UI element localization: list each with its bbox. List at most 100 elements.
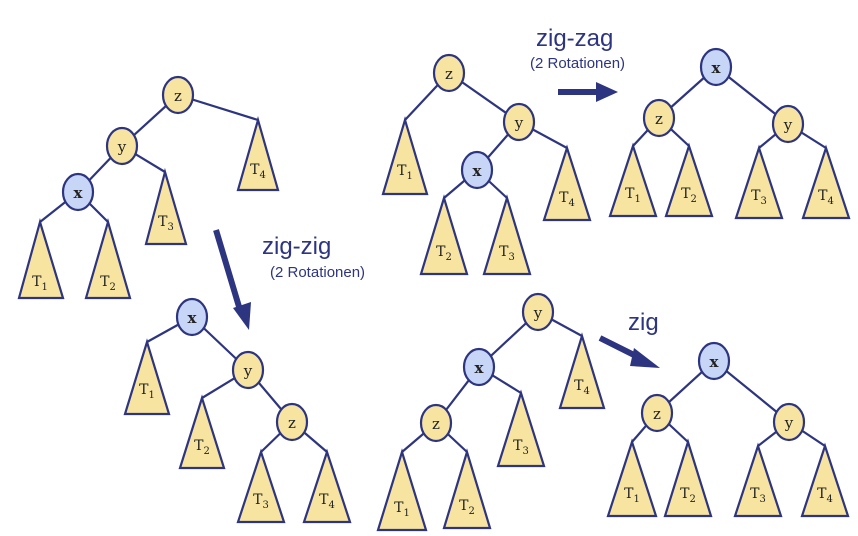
zigzig-after-tree: x y z T1 T2 T3 T4 bbox=[123, 297, 352, 524]
zigzig-sublabel: (2 Rotationen) bbox=[270, 264, 365, 281]
subtree-label: T3 bbox=[499, 244, 515, 263]
node-label: x bbox=[475, 359, 485, 377]
node-label: y bbox=[514, 114, 524, 132]
subtree-label: T4 bbox=[319, 492, 335, 511]
subtree-triangle bbox=[442, 448, 492, 530]
subtree-label: T3 bbox=[158, 214, 174, 233]
zigzag-after-tree: x z y T1 T2 T3 T4 bbox=[608, 47, 851, 220]
node-x-highlight bbox=[61, 172, 95, 212]
subtree-label: T1 bbox=[32, 274, 48, 293]
subtree-label: T3 bbox=[751, 188, 767, 207]
node-x-highlight bbox=[462, 347, 496, 387]
zigzag-before-tree: z y x T1 T2 T3 T4 bbox=[381, 53, 592, 276]
node-x-highlight bbox=[697, 341, 731, 381]
subtree-triangle bbox=[496, 389, 546, 468]
subtree-label: T4 bbox=[574, 378, 590, 397]
node-x-highlight bbox=[175, 297, 209, 337]
zigzig-before-tree: z y x T1 T2 T3 T4 bbox=[17, 75, 280, 300]
node-y bbox=[502, 102, 536, 142]
node-label: y bbox=[533, 304, 543, 322]
node-y bbox=[772, 402, 806, 442]
node-label: x bbox=[473, 162, 483, 180]
subtree-label: T4 bbox=[818, 188, 834, 207]
subtree-triangle bbox=[608, 142, 658, 218]
subtree-triangle bbox=[664, 142, 714, 218]
node-z bbox=[642, 98, 676, 138]
node-label: z bbox=[174, 87, 182, 105]
node-label: y bbox=[784, 414, 794, 432]
node-label: x bbox=[188, 309, 198, 327]
node-x-highlight bbox=[699, 47, 733, 87]
node-label: x bbox=[712, 59, 722, 77]
subtree-label: T2 bbox=[194, 438, 210, 457]
subtree-triangle bbox=[236, 448, 286, 524]
subtree-label: T2 bbox=[100, 274, 116, 293]
subtree-triangle bbox=[236, 115, 280, 192]
zigzag-label: zig-zag bbox=[536, 25, 613, 52]
subtree-label: T1 bbox=[625, 186, 641, 205]
node-label: z bbox=[655, 110, 663, 128]
node-label: y bbox=[117, 138, 127, 156]
node-z bbox=[432, 53, 466, 93]
node-label: y bbox=[243, 362, 253, 380]
node-y bbox=[521, 292, 555, 332]
subtree-triangle bbox=[542, 144, 592, 222]
node-label: z bbox=[288, 414, 296, 432]
subtree-label: T1 bbox=[139, 382, 155, 401]
node-label: y bbox=[783, 116, 793, 134]
zigzig-arrow bbox=[213, 229, 251, 330]
subtree-label: T1 bbox=[394, 500, 410, 519]
subtree-triangle bbox=[178, 394, 226, 470]
subtree-triangle bbox=[800, 442, 850, 518]
zig-after-tree: x z y T1 T2 T3 T4 bbox=[606, 341, 850, 518]
subtree-triangle bbox=[376, 448, 428, 532]
node-z bbox=[419, 403, 453, 443]
zig-label: zig bbox=[628, 309, 659, 336]
subtree-triangle bbox=[733, 442, 783, 518]
subtree-triangle bbox=[801, 144, 851, 220]
zigzag-sublabel: (2 Rotationen) bbox=[530, 55, 625, 72]
node-z bbox=[161, 75, 195, 115]
subtree-triangle bbox=[144, 167, 188, 246]
subtree-label: T2 bbox=[436, 244, 452, 263]
subtree-triangle bbox=[558, 332, 606, 410]
zig-arrow bbox=[598, 335, 660, 368]
subtree-label: T1 bbox=[624, 486, 640, 505]
subtree-triangle bbox=[123, 338, 171, 416]
subtree-triangle bbox=[419, 194, 469, 276]
subtree-label: T4 bbox=[817, 486, 833, 505]
node-label: x bbox=[74, 184, 84, 202]
node-z bbox=[275, 402, 309, 442]
zigzag-arrow bbox=[558, 82, 618, 102]
zigzig-label: zig-zig bbox=[262, 233, 331, 260]
node-label: z bbox=[445, 65, 453, 83]
node-x-highlight bbox=[460, 150, 494, 190]
subtree-triangle bbox=[17, 218, 65, 300]
node-label: z bbox=[432, 415, 440, 433]
node-label: x bbox=[710, 353, 720, 371]
node-y bbox=[231, 350, 265, 390]
subtree-label: T4 bbox=[559, 190, 575, 209]
subtree-label: T2 bbox=[681, 186, 697, 205]
node-y bbox=[105, 126, 139, 166]
subtree-label: T3 bbox=[750, 486, 766, 505]
subtree-label: T1 bbox=[397, 163, 413, 182]
node-label: z bbox=[653, 405, 661, 423]
subtree-triangle bbox=[734, 144, 784, 220]
subtree-label: T2 bbox=[680, 486, 696, 505]
subtree-triangle bbox=[302, 448, 352, 524]
subtree-triangle bbox=[381, 116, 429, 196]
zig-before-tree: y x z T1 T2 T3 T4 bbox=[376, 292, 606, 532]
subtree-triangle bbox=[663, 438, 713, 518]
subtree-triangle bbox=[84, 218, 132, 300]
subtree-label: T4 bbox=[250, 162, 266, 181]
subtree-triangle bbox=[606, 438, 658, 518]
subtree-label: T3 bbox=[513, 438, 529, 457]
node-y bbox=[771, 104, 805, 144]
node-z bbox=[640, 393, 674, 433]
subtree-triangle bbox=[482, 194, 532, 276]
subtree-label: T3 bbox=[253, 492, 269, 511]
subtree-label: T2 bbox=[459, 498, 475, 517]
